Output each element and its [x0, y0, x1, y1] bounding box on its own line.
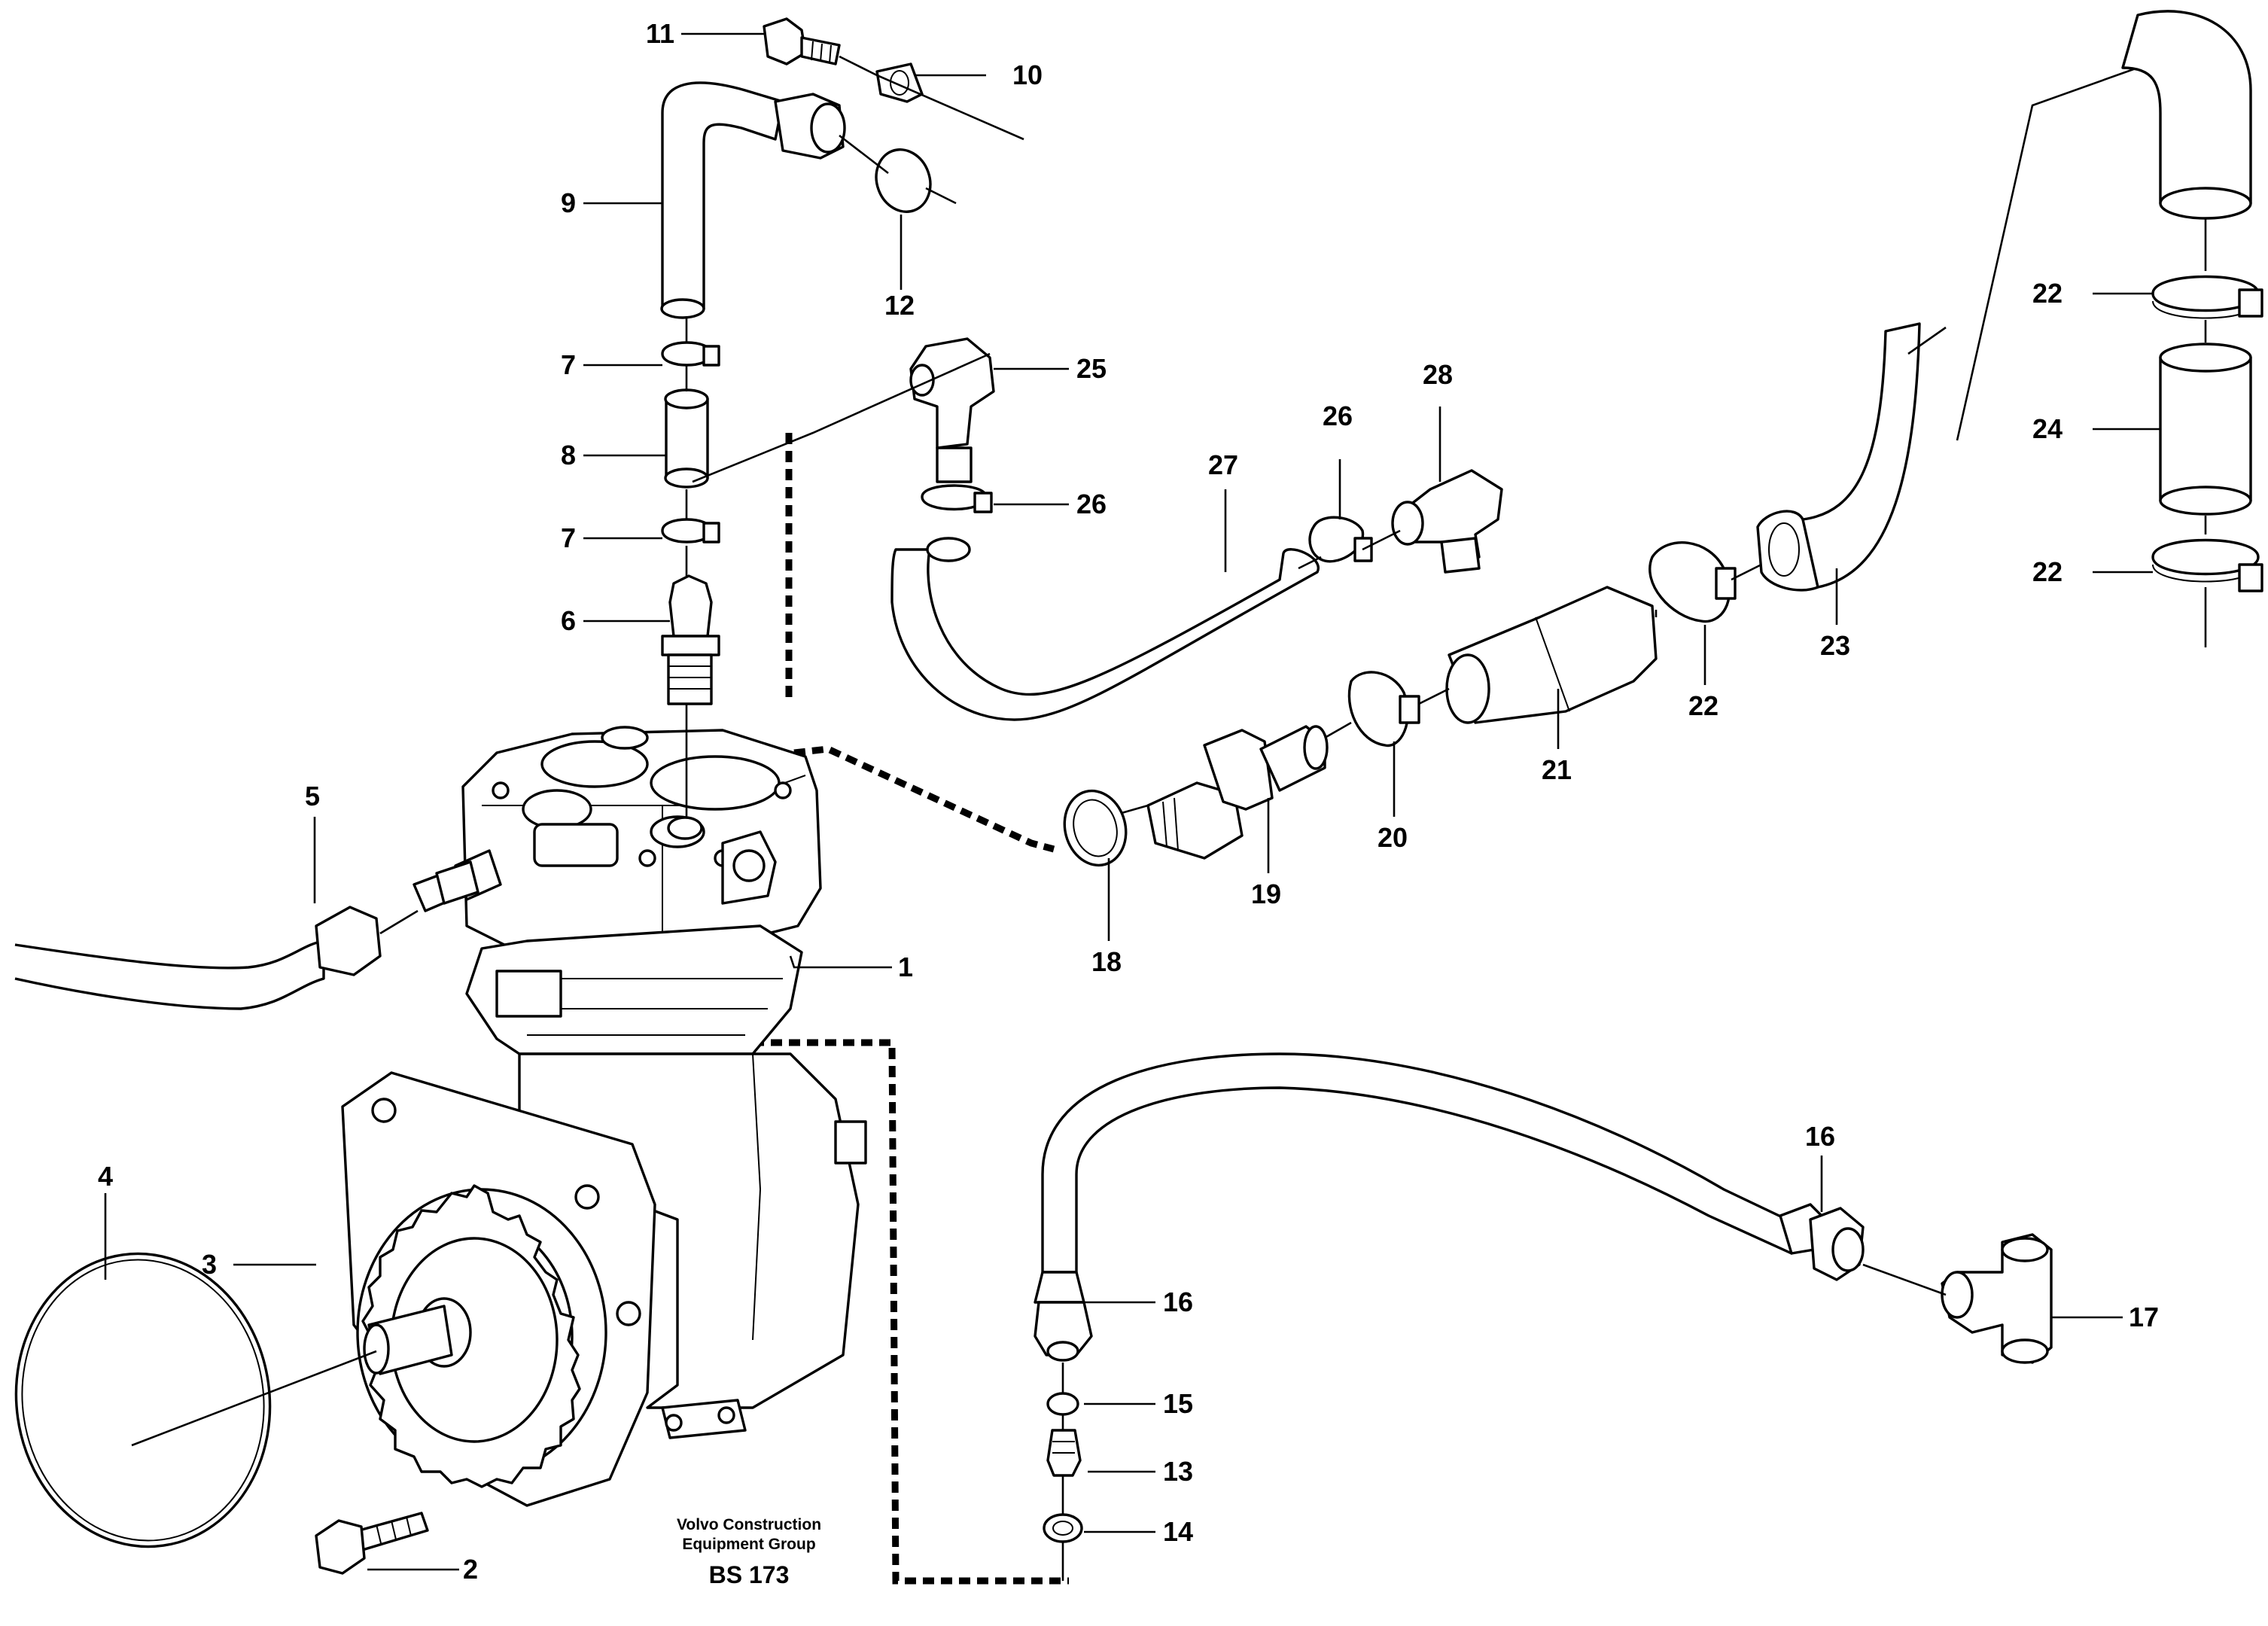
callout-16-left: 16: [1163, 1286, 1193, 1317]
callout-4: 4: [98, 1161, 113, 1192]
callout-7-upper: 7: [561, 349, 576, 380]
callout-23: 23: [1820, 630, 1850, 661]
o-ring: [14, 1252, 272, 1548]
callout-22-bottom: 22: [2032, 556, 2063, 587]
delivery-pipe-left: [14, 860, 479, 1010]
drawing-caption: Volvo Construction Equipment Group BS 17…: [677, 1516, 821, 1588]
caption-line-1: Volvo Construction: [677, 1516, 821, 1533]
drive-gear: [361, 1184, 581, 1488]
callout-15: 15: [1163, 1388, 1193, 1419]
callout-2: 2: [463, 1554, 478, 1585]
o-ring-inner: [21, 1259, 265, 1542]
callout-3: 3: [202, 1249, 217, 1280]
callout-19: 19: [1251, 878, 1281, 909]
callout-26-left: 26: [1076, 489, 1107, 519]
callout-12: 12: [884, 290, 915, 321]
coolant-hose-upper: [692, 337, 1503, 721]
callout-21: 21: [1542, 754, 1572, 785]
callout-8: 8: [561, 440, 576, 470]
callout-24: 24: [2032, 413, 2063, 444]
callout-20: 20: [1378, 822, 1408, 853]
callout-labels: 1 2 3 4 5 6 7 7 8 9 10 11 12 13 14 15 16…: [98, 18, 2159, 1585]
drawing-code: BS 173: [709, 1561, 790, 1588]
callout-9: 9: [561, 187, 576, 218]
leader-lines: [104, 32, 2160, 1571]
callout-1: 1: [898, 952, 913, 982]
callout-7-lower: 7: [561, 522, 576, 553]
dashed-connections: [753, 433, 1069, 1585]
flange-bolt: [315, 1512, 429, 1575]
callout-28: 28: [1423, 359, 1453, 390]
callout-17: 17: [2129, 1302, 2159, 1332]
return-pipe-assembly: [1034, 1052, 2053, 1581]
callout-13: 13: [1163, 1456, 1193, 1487]
callout-22-top: 22: [2032, 278, 2063, 309]
callout-6: 6: [561, 605, 576, 636]
callout-16-right: 16: [1805, 1121, 1835, 1152]
callout-22-middle: 22: [1688, 690, 1719, 721]
callout-18: 18: [1091, 946, 1122, 977]
callout-11: 11: [646, 18, 674, 49]
callout-14: 14: [1163, 1516, 1193, 1547]
callout-5: 5: [305, 781, 320, 811]
callout-10: 10: [1012, 59, 1043, 90]
coolant-line-assembly: [1063, 66, 2139, 867]
caption-line-2: Equipment Group: [682, 1536, 815, 1553]
callout-27: 27: [1208, 449, 1238, 480]
callout-26-top: 26: [1323, 400, 1353, 431]
hose-stack-right: [2121, 10, 2263, 647]
unloader-pipe-assembly: [660, 17, 1024, 840]
callout-25: 25: [1076, 353, 1107, 384]
